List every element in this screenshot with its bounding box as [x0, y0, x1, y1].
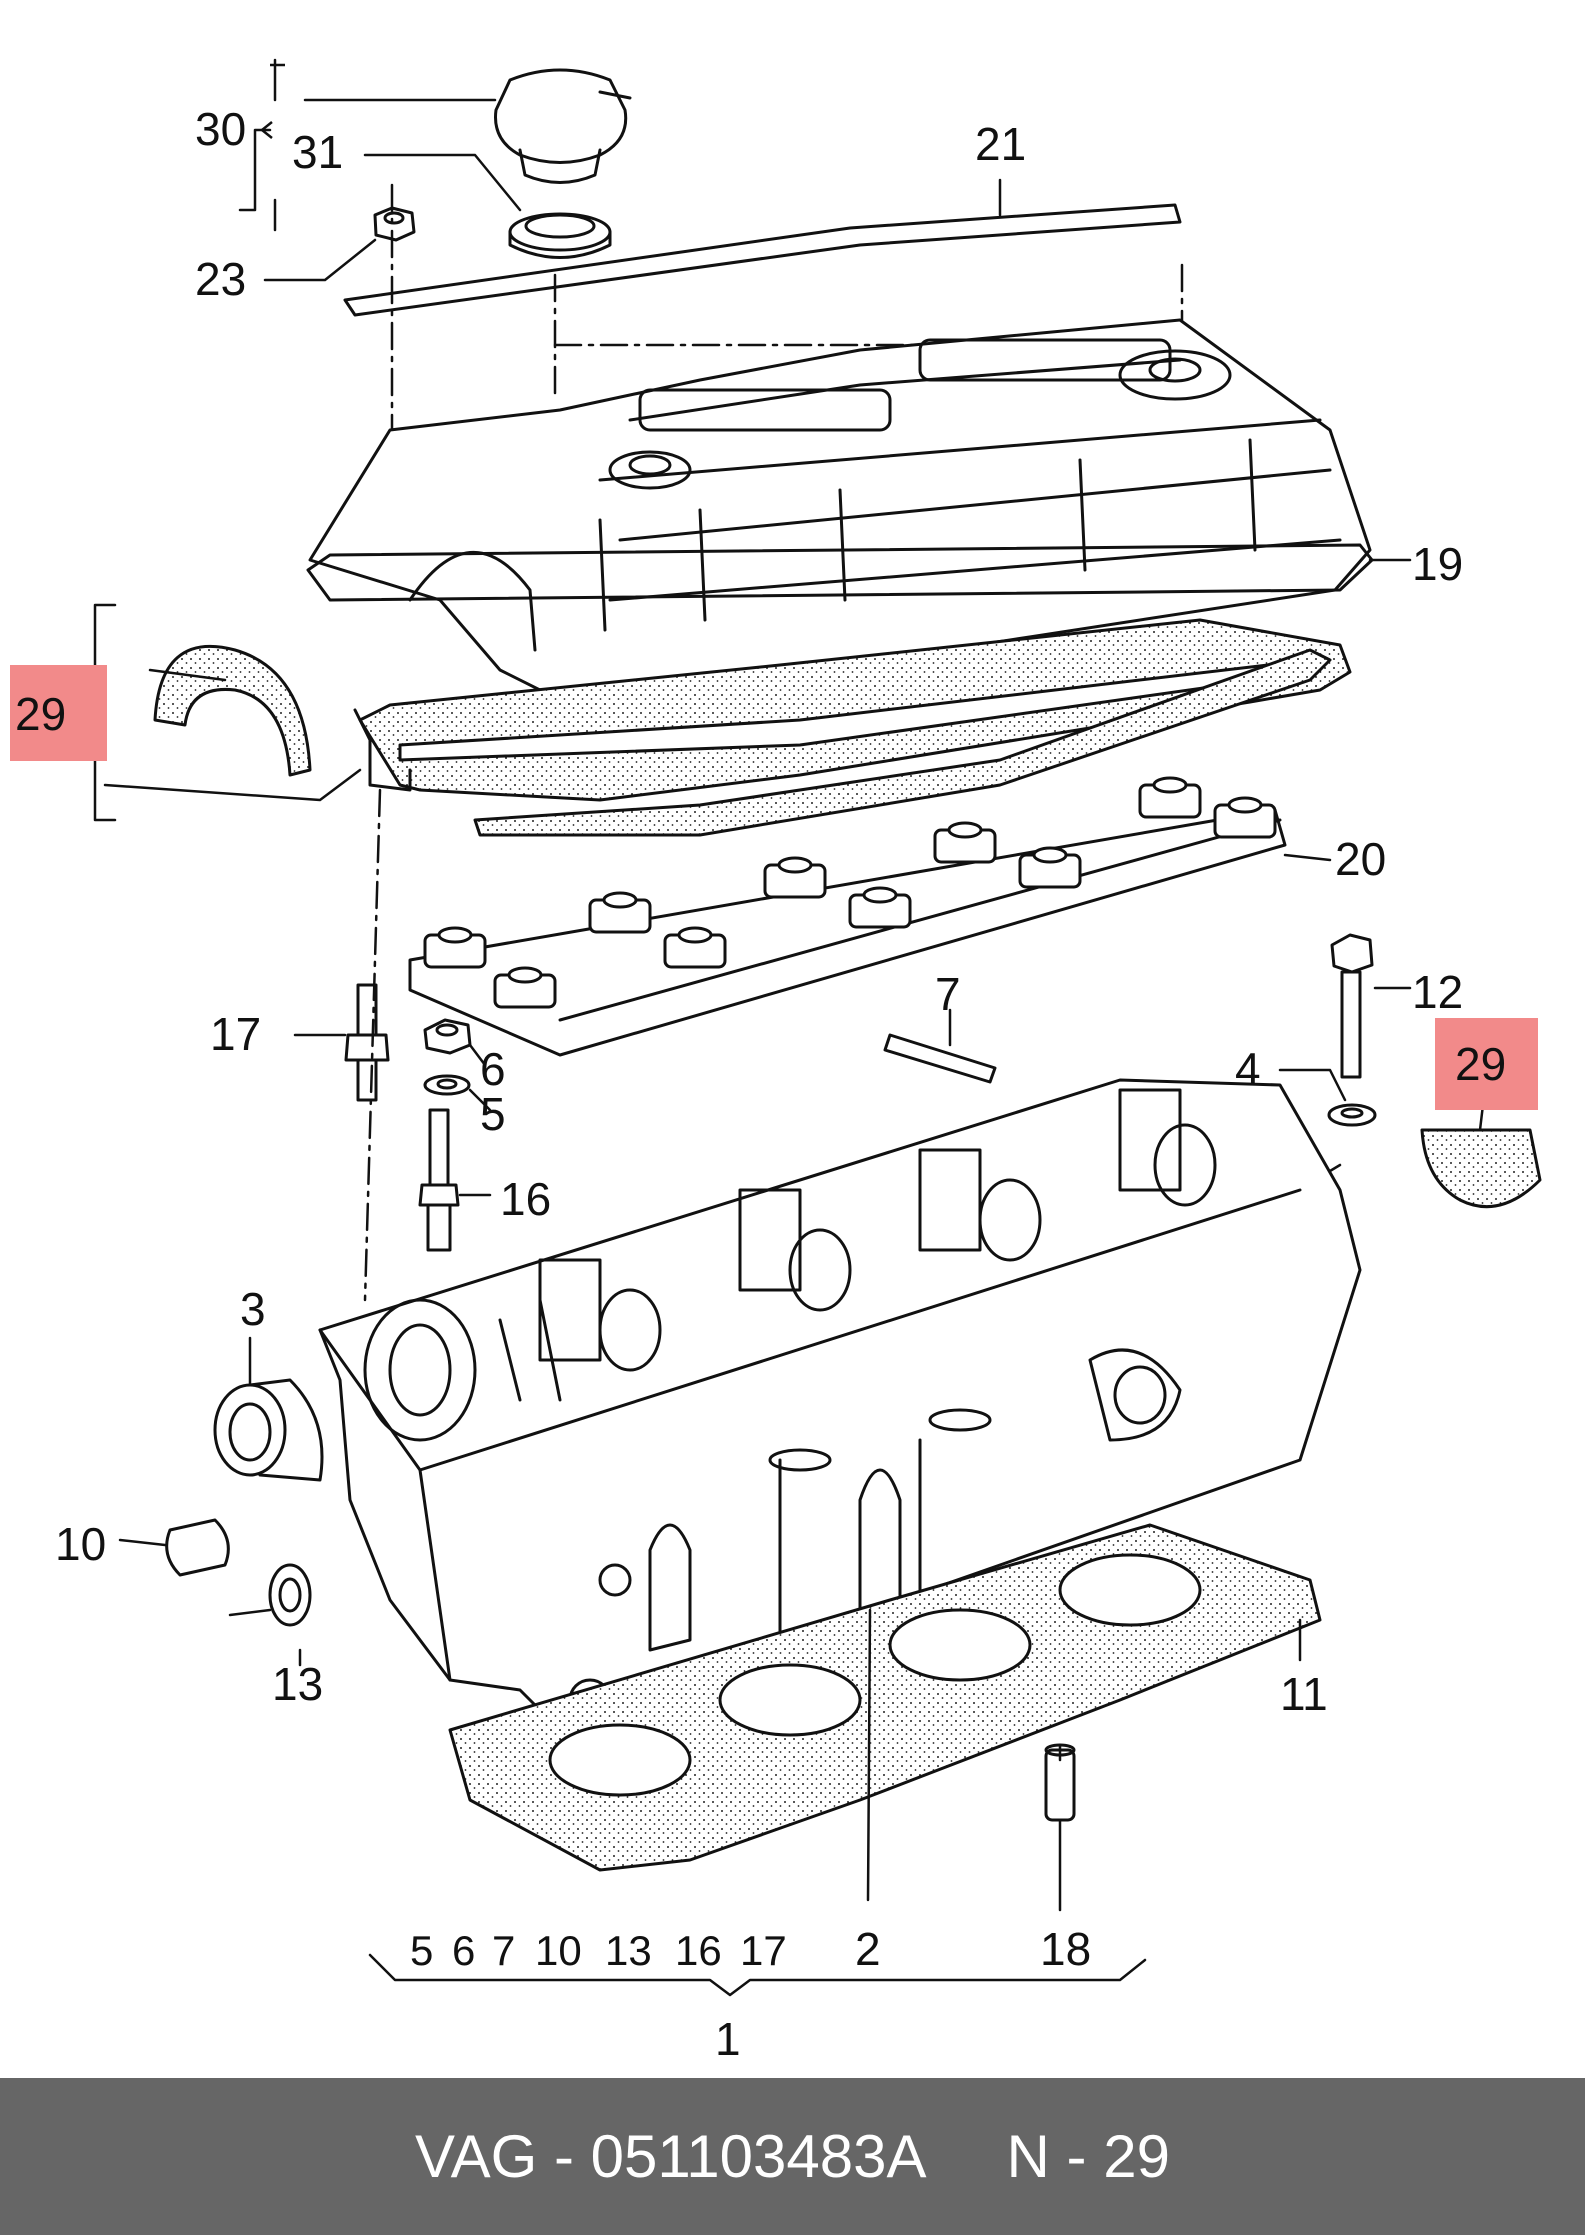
footer-ref-dash: -: [1066, 2123, 1087, 2190]
group-item-17: 17: [740, 1927, 787, 1974]
callout-13: 13: [272, 1658, 323, 1710]
group-item-6: 6: [452, 1927, 475, 1974]
group-item-10: 10: [535, 1927, 582, 1974]
callout-17: 17: [210, 1008, 261, 1060]
nut-6: [423, 1018, 472, 1055]
cover-nut: [373, 206, 416, 242]
cover-gasket-lower: [473, 648, 1332, 837]
callout-10: 10: [55, 1518, 106, 1570]
group-item-13: 13: [605, 1927, 652, 1974]
callout-29-right: 29: [1455, 1038, 1506, 1090]
plug-10: [165, 1518, 230, 1577]
filler-cap-seal: [508, 212, 612, 259]
callout-2: 2: [855, 1923, 881, 1975]
callout-12: 12: [1412, 966, 1463, 1018]
washer-4: [1327, 1103, 1377, 1127]
footer-ref-label: N: [1006, 2123, 1050, 2190]
callout-31: 31: [292, 126, 343, 178]
callout-21: 21: [975, 118, 1026, 170]
footer-dash: -: [553, 2123, 574, 2190]
camshaft-oil-seal: [213, 1378, 324, 1482]
half-moon-seal-left: [153, 644, 312, 777]
highlight-box-29-right: [1435, 1018, 1538, 1110]
dowel-18: [1044, 1743, 1076, 1822]
callout-16: 16: [500, 1173, 551, 1225]
callout-30: 30: [195, 103, 246, 155]
callout-1: 1: [715, 2013, 741, 2065]
valve-cover: [308, 318, 1372, 702]
callout-18: 18: [1040, 1923, 1091, 1975]
footer-ref-value: 29: [1103, 2123, 1170, 2190]
footer-brand: VAG: [415, 2123, 538, 2190]
callout-23: 23: [195, 253, 246, 305]
camshaft-bearing-cover: [408, 776, 1287, 1057]
oil-filler-cap: [494, 68, 632, 184]
seal-13: [268, 1563, 312, 1627]
brace-30: [261, 63, 285, 139]
group-item-16: 16: [675, 1927, 722, 1974]
highlight-box-29-left: [10, 665, 107, 761]
footer-part-number: 051103483A: [590, 2123, 927, 2190]
callout-5: 5: [480, 1088, 506, 1140]
footer-bar: VAG - 051103483A N - 29: [0, 2078, 1585, 2235]
exploded-parts-diagram: 30 31 21 23 19 29 20 17 6 5 7 12 4 29 16…: [10, 58, 1542, 2065]
stud-16: [418, 1108, 460, 1252]
group-item-7: 7: [492, 1927, 515, 1974]
callout-4: 4: [1235, 1043, 1261, 1095]
half-moon-seal-right: [1420, 1128, 1542, 1209]
washer-5: [423, 1074, 471, 1096]
bolt-12: [1330, 933, 1374, 1079]
callout-7: 7: [935, 968, 961, 1020]
callout-11: 11: [1280, 1668, 1328, 1720]
cover-gasket-strip: [343, 203, 1182, 317]
cylinder-head: [318, 1078, 1362, 1742]
group-item-5: 5: [410, 1927, 433, 1974]
callout-6: 6: [480, 1043, 506, 1095]
callout-19: 19: [1412, 538, 1463, 590]
stud-7: [883, 1033, 997, 1084]
callout-3: 3: [240, 1283, 266, 1335]
stud-17: [344, 983, 390, 1102]
callout-29-left: 29: [15, 688, 66, 740]
callout-20: 20: [1335, 833, 1386, 885]
